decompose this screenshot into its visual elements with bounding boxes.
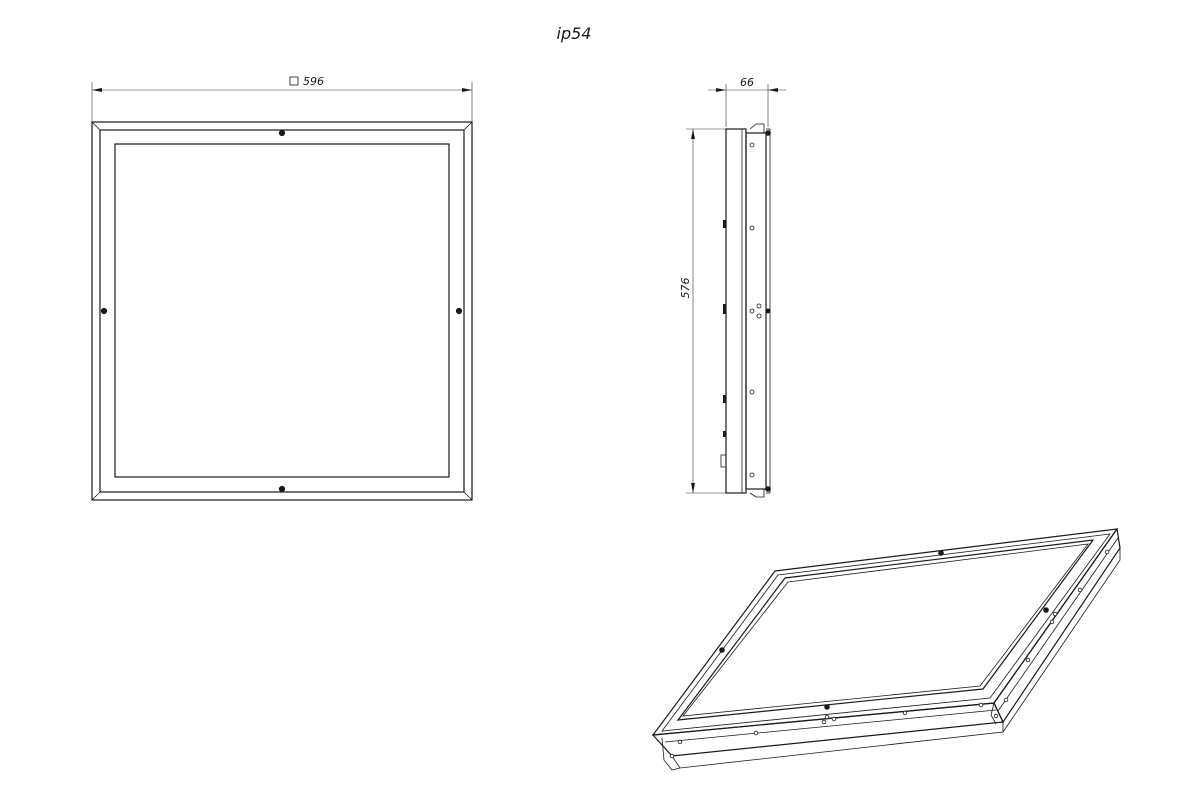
screw-icon — [765, 130, 771, 136]
hole-icon — [749, 472, 755, 478]
hole-icon — [749, 225, 755, 231]
iso-diffuser — [676, 539, 1095, 721]
screw-icon — [938, 550, 944, 556]
front-view: 596 — [91, 75, 473, 501]
iso-side-front — [651, 702, 1004, 757]
depth-dimension: 66 — [708, 76, 786, 127]
screw-icon — [278, 485, 286, 493]
screw-icon — [278, 129, 286, 137]
height-dimension: 576 — [679, 128, 728, 494]
screw-icon — [824, 704, 830, 710]
width-dimension: 596 — [91, 75, 473, 122]
frame-side — [745, 132, 767, 490]
frame-bevel — [99, 129, 465, 493]
square-symbol-icon — [289, 76, 299, 86]
drawing-title: ip54 — [557, 24, 592, 43]
width-dimension-label: 596 — [303, 75, 324, 88]
hole-icon — [756, 313, 762, 319]
screw-icon — [719, 647, 725, 653]
hole-icon — [749, 389, 755, 395]
screw-icon — [455, 307, 463, 315]
screw-icon — [1043, 607, 1049, 613]
screw-icon — [765, 486, 771, 492]
depth-dimension-label: 66 — [740, 76, 754, 89]
side-view: 66 576 — [679, 76, 786, 498]
hole-icon — [749, 308, 755, 314]
diffuser-panel — [114, 143, 450, 478]
housing-side — [725, 128, 747, 494]
hole-icon — [749, 142, 755, 148]
screw-icon — [765, 308, 771, 314]
screw-icon — [100, 307, 108, 315]
outer-frame — [91, 121, 473, 501]
isometric-view — [651, 527, 1121, 771]
hole-icon — [756, 303, 762, 309]
height-dimension-label: 576 — [679, 278, 692, 299]
iso-frame-outer — [651, 528, 1119, 736]
